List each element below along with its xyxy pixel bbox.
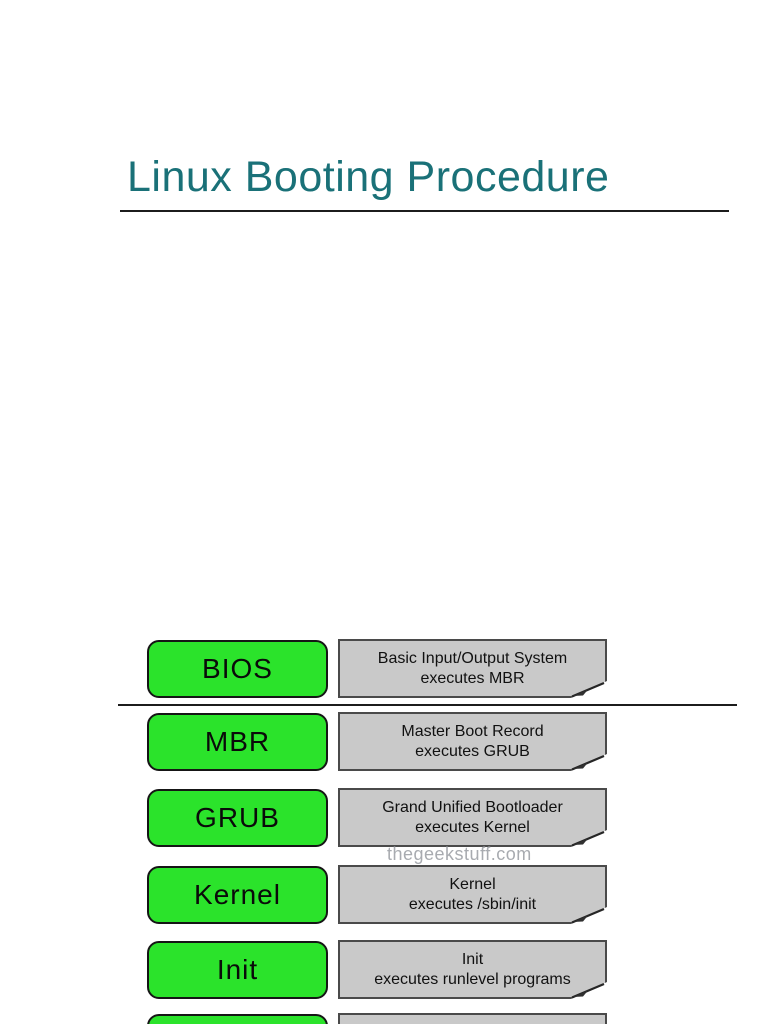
boot-step-label: GRUB: [195, 802, 280, 833]
boot-step-label: Init: [216, 954, 259, 985]
boot-step-box: GRUB: [147, 789, 328, 847]
folded-corner-icon: [571, 982, 607, 999]
boot-step-box: BIOS: [147, 640, 328, 698]
description-line-2: executes MBR: [420, 669, 525, 687]
boot-step-description-box: Kernel executes /sbin/init: [338, 865, 607, 924]
description-line-2: executes Kernel: [415, 818, 530, 836]
boot-step-description-box: Basic Input/Output System executes MBR: [338, 639, 607, 698]
boot-step-label: MBR: [204, 726, 271, 757]
description-line-1: Master Boot Record: [401, 722, 544, 740]
page-title: Linux Booting Procedure: [127, 153, 610, 201]
description-line-1: Kernel: [449, 875, 496, 893]
folded-corner-icon: [571, 681, 607, 698]
folded-corner-icon: [571, 754, 607, 771]
boot-step-description-box: Init executes runlevel programs: [338, 940, 607, 999]
folded-corner-icon: [571, 907, 607, 924]
boot-step-box: Init: [147, 941, 328, 999]
folded-corner-icon: [571, 830, 607, 847]
description-line-2: executes GRUB: [415, 742, 530, 760]
boot-step-box: MBR: [147, 713, 328, 771]
boot-step-box: [147, 1014, 328, 1024]
description-line-2: executes runlevel programs: [374, 970, 571, 988]
description-line-1: Init: [461, 950, 484, 968]
boot-step-description-box: Master Boot Record executes GRUB: [338, 712, 607, 771]
boot-step-label: BIOS: [202, 653, 273, 684]
watermark-text: thegeekstuff.com: [387, 844, 532, 864]
boot-step-label: Kernel: [194, 879, 281, 910]
description-line-1: Grand Unified Bootloader: [382, 798, 563, 816]
description-line-2: executes /sbin/init: [408, 895, 537, 913]
boot-step-description-box: [338, 1013, 607, 1024]
boot-step-description-box: Grand Unified Bootloader executes Kernel: [338, 788, 607, 847]
description-line-1: Basic Input/Output System: [377, 649, 568, 667]
title-underline: [120, 210, 729, 212]
footer-rule-line: [118, 704, 737, 706]
boot-step-box: Kernel: [147, 866, 328, 924]
